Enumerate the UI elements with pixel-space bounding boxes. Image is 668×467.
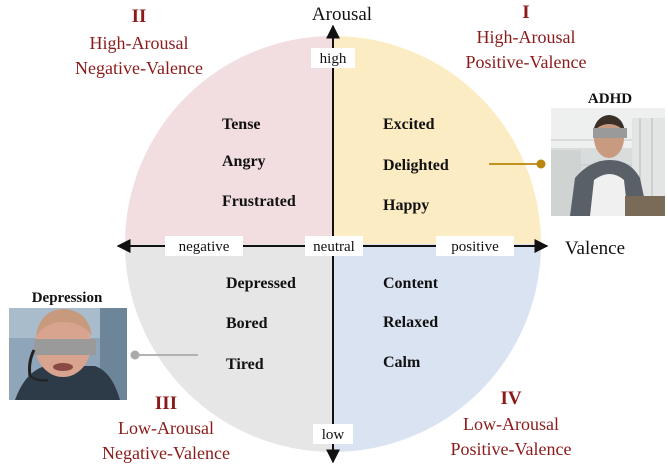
- quadrant-ii-arousal: High-Arousal: [90, 33, 189, 53]
- quadrant-ii-valence: Negative-Valence: [75, 58, 203, 78]
- quadrant-iv-arousal: Low-Arousal: [463, 414, 559, 434]
- emotion-happy: Happy: [383, 197, 429, 214]
- depression-photo-label: Depression: [32, 290, 103, 306]
- neutral-label: neutral: [313, 239, 355, 255]
- emotion-calm: Calm: [383, 354, 421, 371]
- adhd-connector-dot: [536, 159, 546, 169]
- quadrant-iii-numeral: III: [155, 393, 177, 414]
- emotion-frustrated: Frustrated: [222, 193, 296, 210]
- quadrant-ii-numeral: II: [132, 6, 147, 27]
- quadrant-iii-sector: [125, 244, 333, 452]
- arousal-axis-title: Arousal: [312, 4, 372, 25]
- high-label: high: [320, 51, 347, 67]
- emotion-angry: Angry: [222, 153, 266, 170]
- quadrant-i-arousal: High-Arousal: [477, 27, 576, 47]
- quadrant-iii-valence: Negative-Valence: [102, 443, 230, 463]
- emotion-content: Content: [383, 275, 439, 292]
- adhd-photo-label: ADHD: [588, 91, 632, 107]
- quadrant-iv-sector: [333, 244, 541, 452]
- quadrant-iv-valence: Positive-Valence: [451, 439, 572, 459]
- emotion-excited: Excited: [383, 116, 435, 133]
- adhd-photo: [551, 108, 665, 216]
- emotion-tense: Tense: [222, 116, 261, 133]
- quadrant-iii-arousal: Low-Arousal: [118, 418, 214, 438]
- quadrant-ii-sector: [125, 36, 333, 244]
- low-label: low: [322, 427, 345, 443]
- negative-label: negative: [179, 239, 230, 255]
- quadrant-iv-numeral: IV: [500, 388, 521, 409]
- emotion-bored: Bored: [226, 315, 268, 332]
- quadrant-i-valence: Positive-Valence: [466, 52, 587, 72]
- emotion-delighted: Delighted: [383, 157, 449, 174]
- emotion-tired: Tired: [226, 356, 264, 373]
- emotion-relaxed: Relaxed: [383, 314, 438, 331]
- emotion-depressed: Depressed: [226, 275, 296, 292]
- valence-axis-title: Valence: [565, 238, 625, 259]
- quadrant-i-sector: [333, 36, 541, 244]
- depression-photo: [9, 308, 127, 400]
- quadrant-i-numeral: I: [522, 2, 529, 23]
- depression-connector-dot: [130, 350, 140, 360]
- positive-label: positive: [451, 239, 499, 255]
